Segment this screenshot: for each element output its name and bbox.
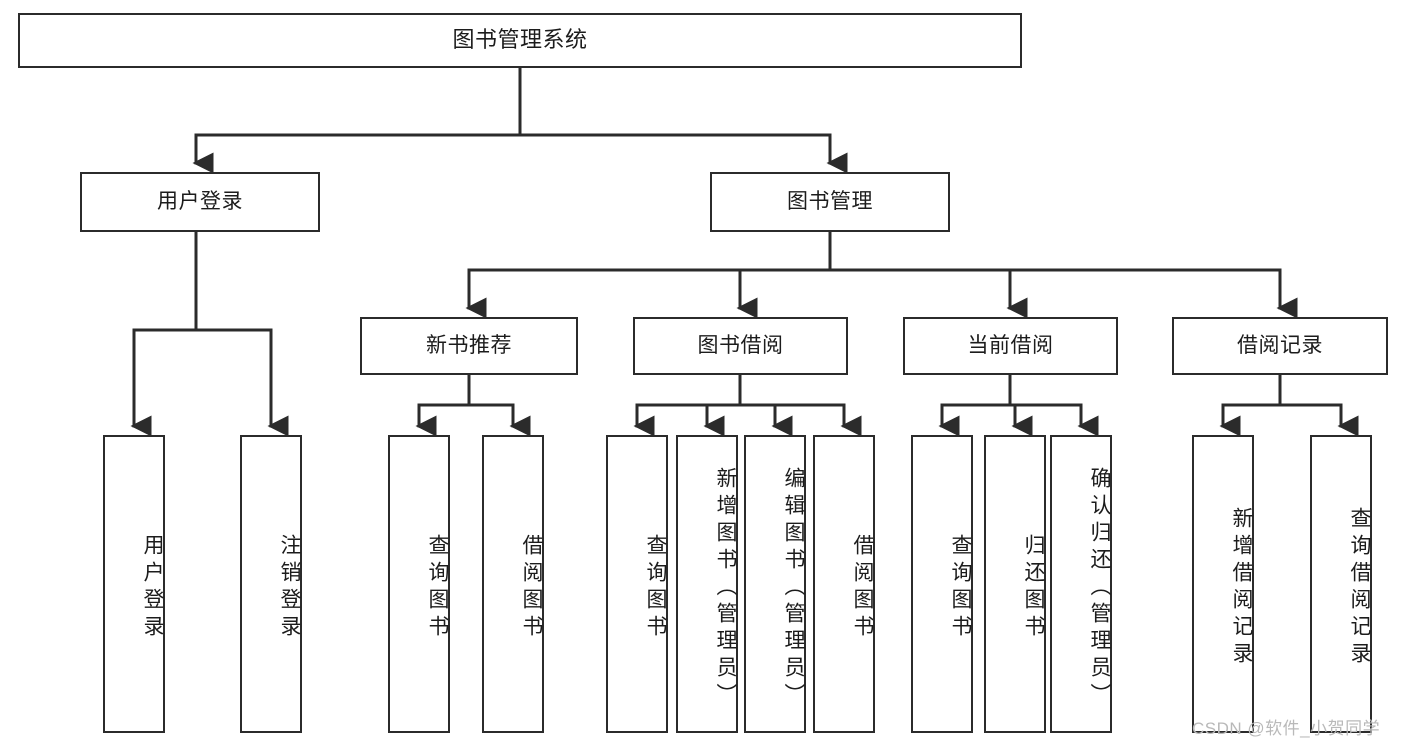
node-book-manage[interactable]: 图书管理	[710, 172, 950, 232]
leaf-add-book-admin-label: 新增图书（管理员）	[714, 466, 737, 710]
node-borrow-record-label: 借阅记录	[1237, 334, 1323, 358]
leaf-edit-book-admin-label: 编辑图书（管理员）	[782, 466, 805, 710]
leaf-user-logout[interactable]: 注销登录	[240, 435, 302, 733]
node-book-borrow-label: 图书借阅	[697, 334, 784, 358]
leaf-edit-book-admin[interactable]: 编辑图书（管理员）	[744, 435, 806, 733]
leaf-borrow-book-rec[interactable]: 借阅图书	[482, 435, 544, 733]
leaf-query-borrow-record[interactable]: 查询借阅记录	[1310, 435, 1372, 733]
leaf-query-book-cur-label: 查询图书	[949, 534, 972, 642]
node-user-login[interactable]: 用户登录	[80, 172, 320, 232]
leaf-query-book-rec[interactable]: 查询图书	[388, 435, 450, 733]
leaf-confirm-return-admin[interactable]: 确认归还（管理员）	[1050, 435, 1112, 733]
leaf-user-login-label: 用户登录	[141, 534, 164, 642]
leaf-query-book-rec-label: 查询图书	[426, 534, 449, 642]
node-book-manage-label: 图书管理	[787, 190, 873, 214]
leaf-borrow-book-rec-label: 借阅图书	[520, 534, 543, 642]
leaf-query-book-cur[interactable]: 查询图书	[911, 435, 973, 733]
leaf-user-login[interactable]: 用户登录	[103, 435, 165, 733]
node-user-login-label: 用户登录	[157, 190, 243, 214]
leaf-add-borrow-record-label: 新增借阅记录	[1230, 507, 1253, 669]
csdn-watermark: CSDN @软件_小贺同学	[1192, 719, 1381, 738]
leaf-borrow-book-label: 借阅图书	[851, 534, 874, 642]
leaf-confirm-return-admin-label: 确认归还（管理员）	[1088, 466, 1111, 710]
node-new-book-rec-label: 新书推荐	[426, 334, 512, 358]
leaf-query-book-borrow-label: 查询图书	[644, 534, 667, 642]
node-borrow-record[interactable]: 借阅记录	[1172, 317, 1388, 375]
node-book-borrow[interactable]: 图书借阅	[633, 317, 848, 375]
node-current-borrow[interactable]: 当前借阅	[903, 317, 1118, 375]
node-root-label: 图书管理系统	[452, 27, 588, 53]
node-new-book-rec[interactable]: 新书推荐	[360, 317, 578, 375]
leaf-return-book-label: 归还图书	[1022, 534, 1045, 642]
leaf-query-borrow-record-label: 查询借阅记录	[1348, 507, 1371, 669]
leaf-borrow-book[interactable]: 借阅图书	[813, 435, 875, 733]
node-current-borrow-label: 当前借阅	[967, 334, 1054, 358]
leaf-return-book[interactable]: 归还图书	[984, 435, 1046, 733]
leaf-add-book-admin[interactable]: 新增图书（管理员）	[676, 435, 738, 733]
leaf-add-borrow-record[interactable]: 新增借阅记录	[1192, 435, 1254, 733]
leaf-query-book-borrow[interactable]: 查询图书	[606, 435, 668, 733]
leaf-user-logout-label: 注销登录	[278, 534, 301, 642]
node-root[interactable]: 图书管理系统	[18, 13, 1022, 68]
